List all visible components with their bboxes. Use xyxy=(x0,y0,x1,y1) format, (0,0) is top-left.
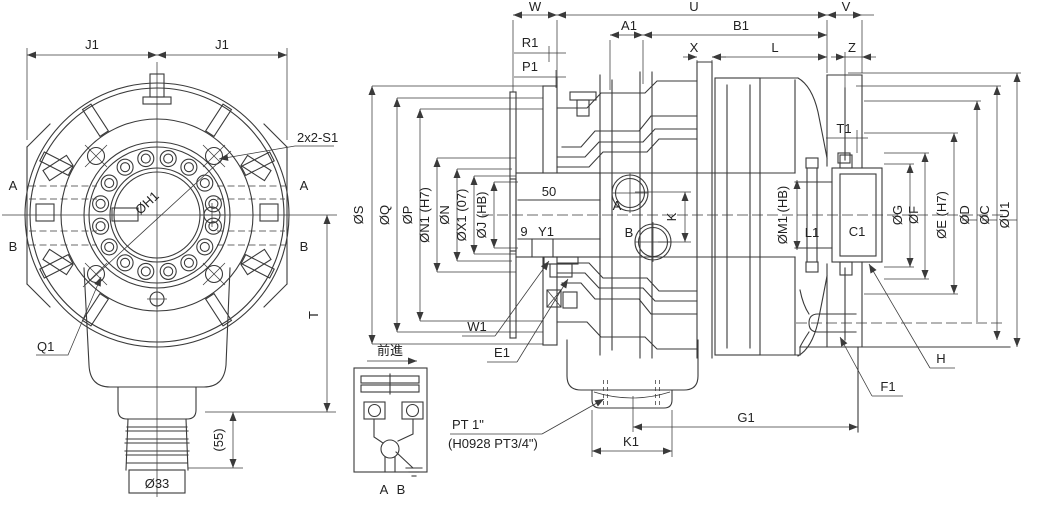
label-direction: 前進 xyxy=(377,343,403,358)
pressure-ports xyxy=(611,173,691,262)
dim-55: (55) xyxy=(211,428,226,451)
dim-k1: K1 xyxy=(623,434,639,449)
clutch-stack xyxy=(556,61,713,359)
left-dimensions xyxy=(368,85,543,345)
right-dimensions xyxy=(793,72,1021,347)
dim-g: ØG xyxy=(890,205,905,225)
dim-j: ØJ (HB) xyxy=(474,192,489,239)
dim-z: Z xyxy=(848,40,856,55)
dim-a1: A1 xyxy=(621,18,637,33)
dim-w: W xyxy=(529,0,542,14)
dim-g1: G1 xyxy=(737,410,754,425)
label-h: H xyxy=(936,351,945,366)
dim-f: ØF xyxy=(906,206,921,224)
oil-sump xyxy=(566,339,699,409)
port-a-label: A xyxy=(613,198,622,213)
dim-c: ØC xyxy=(977,205,992,225)
dim-y1: Y1 xyxy=(538,224,554,239)
dim-s: ØS xyxy=(351,205,366,224)
section-mark-a-right: A xyxy=(300,178,309,193)
dim-9: 9 xyxy=(520,224,527,239)
bottom-dimensions xyxy=(450,260,955,457)
section-mark-b-right: B xyxy=(300,239,309,254)
dim-e: ØE (H7) xyxy=(934,191,949,239)
schematic-port-b: B xyxy=(397,482,406,497)
front-dimensions xyxy=(26,48,336,469)
note-pt-size: PT 1" xyxy=(452,417,484,432)
dim-u: U xyxy=(689,0,698,14)
mounting-flange xyxy=(509,77,597,346)
output-coupling xyxy=(794,152,883,276)
top-dimensions xyxy=(512,11,876,153)
dim-r1: R1 xyxy=(522,35,539,50)
label-f1: F1 xyxy=(880,379,895,394)
dim-u1: ØU1 xyxy=(997,202,1012,229)
dim-n: ØN xyxy=(437,205,452,225)
dim-50: 50 xyxy=(542,184,556,199)
dim-p1: P1 xyxy=(522,59,538,74)
dim-p: ØP xyxy=(400,206,415,225)
dim-v: V xyxy=(842,0,851,14)
dim-x1: ØX1 (07) xyxy=(454,189,469,242)
radial-fins xyxy=(39,103,275,327)
note-pt-alt: (H0928 PT3/4") xyxy=(448,436,538,451)
section-mark-a-left: A xyxy=(9,178,18,193)
dim-j1-right: J1 xyxy=(215,37,229,52)
dim-l: L xyxy=(771,40,778,55)
dim-c1: C1 xyxy=(849,224,866,239)
front-view: J1 J1 2x2-S1 A A B B ØH1 Q1 T (55) Ø33 xyxy=(2,37,338,497)
hydraulic-schematic: 前進 A B xyxy=(353,343,428,497)
label-q1: Q1 xyxy=(37,339,54,354)
label-w1: W1 xyxy=(467,319,487,334)
dim-t: T xyxy=(306,311,321,319)
dim-q: ØQ xyxy=(377,205,392,225)
dim-k: K xyxy=(664,212,679,221)
h1-dimension-line xyxy=(82,150,232,288)
label-e1: E1 xyxy=(494,345,510,360)
dim-d: ØD xyxy=(957,205,972,225)
section-view: W U V A1 B1 X L Z R1 P1 T1 ØS ØQ ØP ØN1 … xyxy=(351,0,1021,457)
dim-m1: ØM1 (HB) xyxy=(775,186,790,245)
dim-j1-left: J1 xyxy=(85,37,99,52)
dim-x: X xyxy=(690,40,699,55)
bolt-circle xyxy=(92,150,224,280)
dim-n1: ØN1 (H7) xyxy=(417,187,432,243)
dim-b1: B1 xyxy=(733,18,749,33)
side-ears xyxy=(26,123,288,308)
bottom-housing xyxy=(83,267,231,494)
rear-cover xyxy=(799,74,1011,433)
schematic-port-a: A xyxy=(380,482,389,497)
section-mark-b-left: B xyxy=(9,239,18,254)
note-bolt-pattern: 2x2-S1 xyxy=(297,130,338,145)
dim-t1: T1 xyxy=(836,121,851,136)
dim-33: Ø33 xyxy=(145,476,170,491)
dim-l1: L1 xyxy=(805,225,819,240)
input-shaft xyxy=(509,172,601,309)
housing-body xyxy=(599,77,828,357)
port-b-label: B xyxy=(625,225,634,240)
